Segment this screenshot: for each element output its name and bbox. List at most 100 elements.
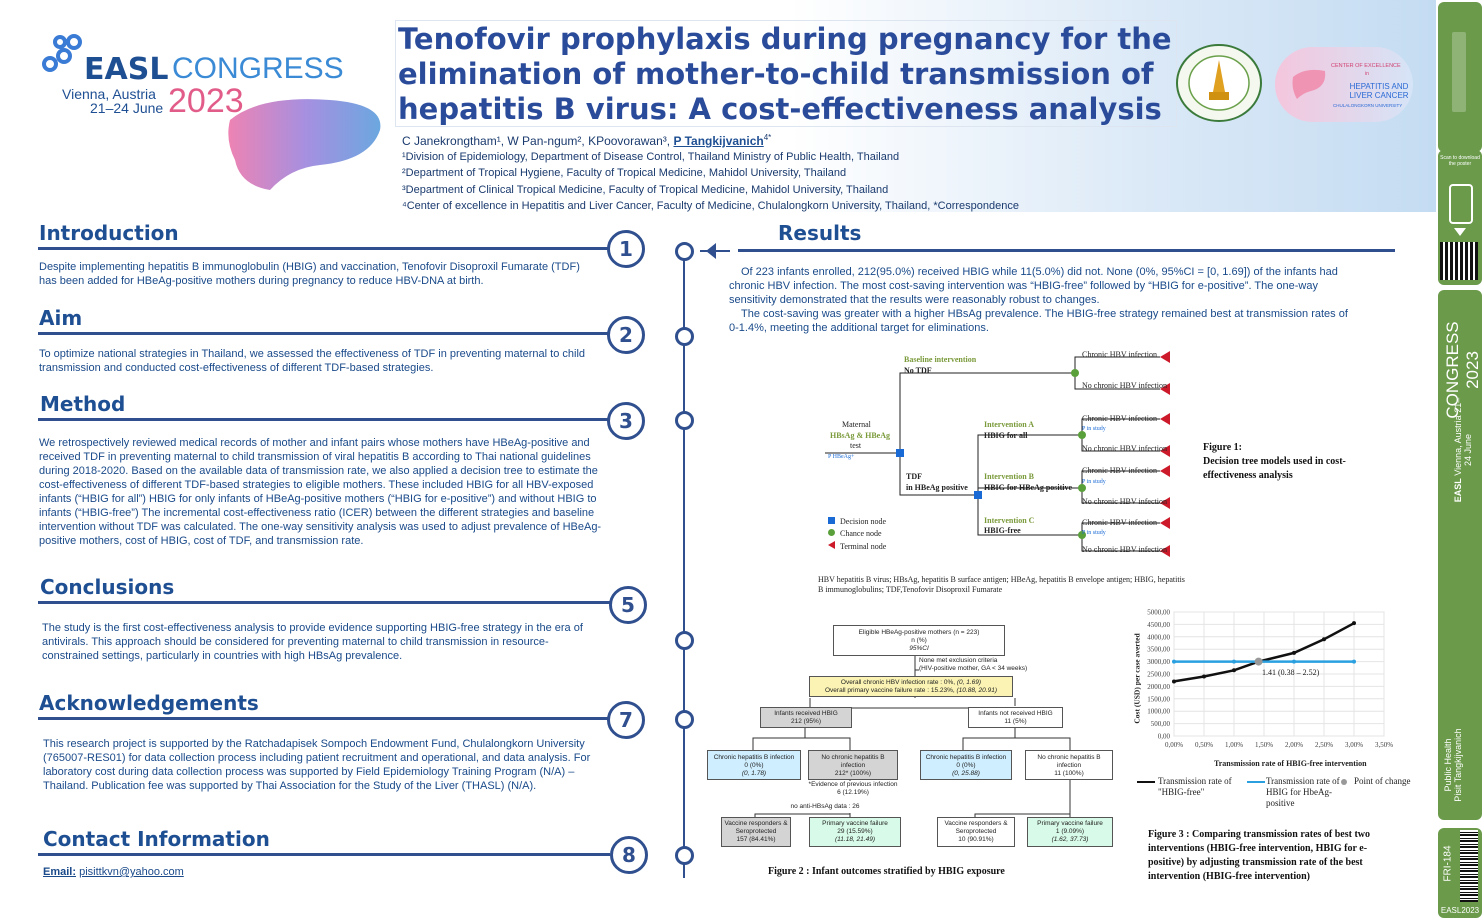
- legend-series-1: Transmission rate of "HBIG-free": [1137, 776, 1237, 798]
- no-tdf-label: No TDF: [904, 366, 932, 375]
- email-link[interactable]: pisittkvn@yahoo.com: [79, 866, 184, 878]
- test-label: test: [850, 441, 862, 450]
- series-point-1: [1292, 650, 1296, 655]
- qr-code[interactable]: [1440, 242, 1478, 280]
- section-number-2: 2: [607, 316, 645, 354]
- timeline-node-5: [675, 710, 694, 729]
- ack-heading: Acknowledgements: [39, 691, 259, 715]
- sidebar-vertical-presenter: Pisit Tangkijvanich: [1453, 728, 1463, 802]
- x-tick-label: 3,50%: [1375, 741, 1393, 749]
- terminal-node-icon: [1160, 497, 1170, 509]
- intC-sub: HBIG-free: [984, 526, 1021, 535]
- decision-node-icon: [974, 491, 982, 499]
- maternal-label: Maternal: [842, 420, 871, 429]
- legend-series-1-label: Transmission rate of "HBIG-free": [1158, 776, 1232, 797]
- coe-line3: HEPATITIS AND LIVER CANCER: [1349, 82, 1409, 100]
- results-divider: [738, 249, 1395, 252]
- intA-label: Intervention A: [984, 420, 1034, 429]
- coe-line1: CENTER OF EXCELLENCE: [1331, 63, 1401, 69]
- corresponding-author-link[interactable]: P Tangkijvanich: [673, 134, 764, 148]
- series-point-2: [1172, 659, 1176, 664]
- email-label: Email:: [43, 866, 77, 878]
- series-point-2: [1232, 659, 1236, 664]
- outcome-no-chronic-3: No chronic HBV infection: [1082, 497, 1167, 506]
- method-text: We retrospectively reviewed medical reco…: [39, 437, 602, 547]
- outcome-chronic-1: Chronic HBV infection: [1082, 350, 1157, 359]
- legend-decision: Decision node: [828, 517, 886, 526]
- results-heading: Results: [778, 221, 862, 245]
- chulalongkorn-seal-icon: [1176, 44, 1262, 122]
- legend-change-point: Point of change: [1341, 776, 1431, 786]
- x-tick-label: 3,00%: [1345, 741, 1363, 749]
- legend-chance-icon: [828, 529, 835, 536]
- scan-text: Scan to download the poster: [1440, 155, 1480, 167]
- outcome-no-chronic-2: No chronic HBV infection: [1082, 444, 1167, 453]
- overall-rate-box: Overall chronic HBV infection rate : 0%,…: [809, 676, 1013, 697]
- timeline-node-2: [675, 327, 694, 346]
- figure1-caption: Figure 1: Decision tree models used in c…: [1203, 441, 1363, 483]
- dates-text: 21–24 June: [90, 100, 164, 116]
- results-para2: The cost-saving was greater with a highe…: [729, 308, 1348, 334]
- section-number-3: 3: [607, 402, 645, 440]
- posters-logo: [1452, 32, 1466, 112]
- legend-chance: Chance node: [828, 529, 886, 538]
- aim-heading: Aim: [39, 306, 83, 330]
- method-heading: Method: [40, 392, 126, 416]
- intro-divider: [38, 247, 610, 250]
- y-tick-label: 4000,00: [1147, 633, 1170, 641]
- x-tick-label: 0,00%: [1165, 741, 1183, 749]
- figure1-caption-l1: Figure 1:: [1203, 442, 1242, 453]
- congress-word: CONGRESS: [172, 52, 344, 85]
- conclusions-divider: [38, 601, 610, 604]
- y-tick-label: 0,00: [1158, 733, 1171, 741]
- timeline-node-3: [675, 411, 694, 430]
- series-point-1: [1322, 637, 1326, 642]
- sidebar-footer: EASL2023: [1440, 906, 1480, 915]
- results-para1: Of 223 infants enrolled, 212(95.0%) rece…: [729, 266, 1338, 306]
- y-tick-label: 2000,00: [1147, 683, 1170, 691]
- section-number-5: 5: [609, 586, 647, 624]
- sidebar-vertical-category: Public Health: [1443, 738, 1453, 792]
- chance-node-icon: [1071, 369, 1079, 377]
- outcome-chronic-4: Chronic HBV infection: [1082, 518, 1157, 527]
- coe-line2: in: [1365, 71, 1369, 77]
- figure1-caption-l2: Decision tree models used in cost-effect…: [1203, 456, 1346, 481]
- terminal-node-icon: [1160, 517, 1170, 529]
- coe-liver-icon: [1292, 69, 1326, 99]
- down-arrow-icon: [1454, 228, 1466, 236]
- x-tick-label: 1,00%: [1225, 741, 1243, 749]
- y-tick-label: 2500,00: [1147, 671, 1170, 679]
- change-point-marker: [1254, 657, 1263, 666]
- chance-node-icon: [1078, 531, 1086, 539]
- legend-series-1-swatch: [1137, 781, 1155, 783]
- change-point-label: 1.41 (0.38 – 2.52): [1262, 668, 1320, 677]
- tree-legend: Decision node Chance node Terminal node: [828, 517, 886, 551]
- legend-series-2: Transmission rate of HBIG for HbeAg-posi…: [1247, 776, 1347, 809]
- exclusion-note: None met exclusion criteria(HIV-positive…: [919, 657, 1039, 674]
- legend-change-point-dot: [1341, 779, 1347, 785]
- timeline-node-6: [675, 846, 694, 865]
- city-text: Vienna, Austria: [62, 86, 156, 102]
- terminal-node-icon: [1160, 351, 1170, 363]
- figure3-caption: Figure 3 : Comparing transmission rates …: [1148, 829, 1371, 882]
- outcome-chronic-2: Chronic HBV infection: [1082, 414, 1157, 423]
- authors: C Janekrongtham¹, W Pan-ngum², KPoovoraw…: [402, 133, 771, 148]
- easl-word: EASL: [84, 52, 169, 87]
- x-tick-label: 2,50%: [1315, 741, 1333, 749]
- sidebar-congress-box: CONGRESS 2023 EASL Vienna, Austria 21–24…: [1438, 290, 1482, 820]
- terminal-node-icon: [1160, 383, 1170, 395]
- affiliation-4: ⁴Center of excellence in Hepatitis and L…: [402, 200, 1019, 212]
- poster-title-box: [395, 20, 1177, 127]
- series-point-2: [1352, 659, 1356, 664]
- legend-decision-icon: [828, 517, 835, 524]
- y-tick-label: 4500,00: [1147, 621, 1170, 629]
- y-tick-label: 3500,00: [1147, 646, 1170, 654]
